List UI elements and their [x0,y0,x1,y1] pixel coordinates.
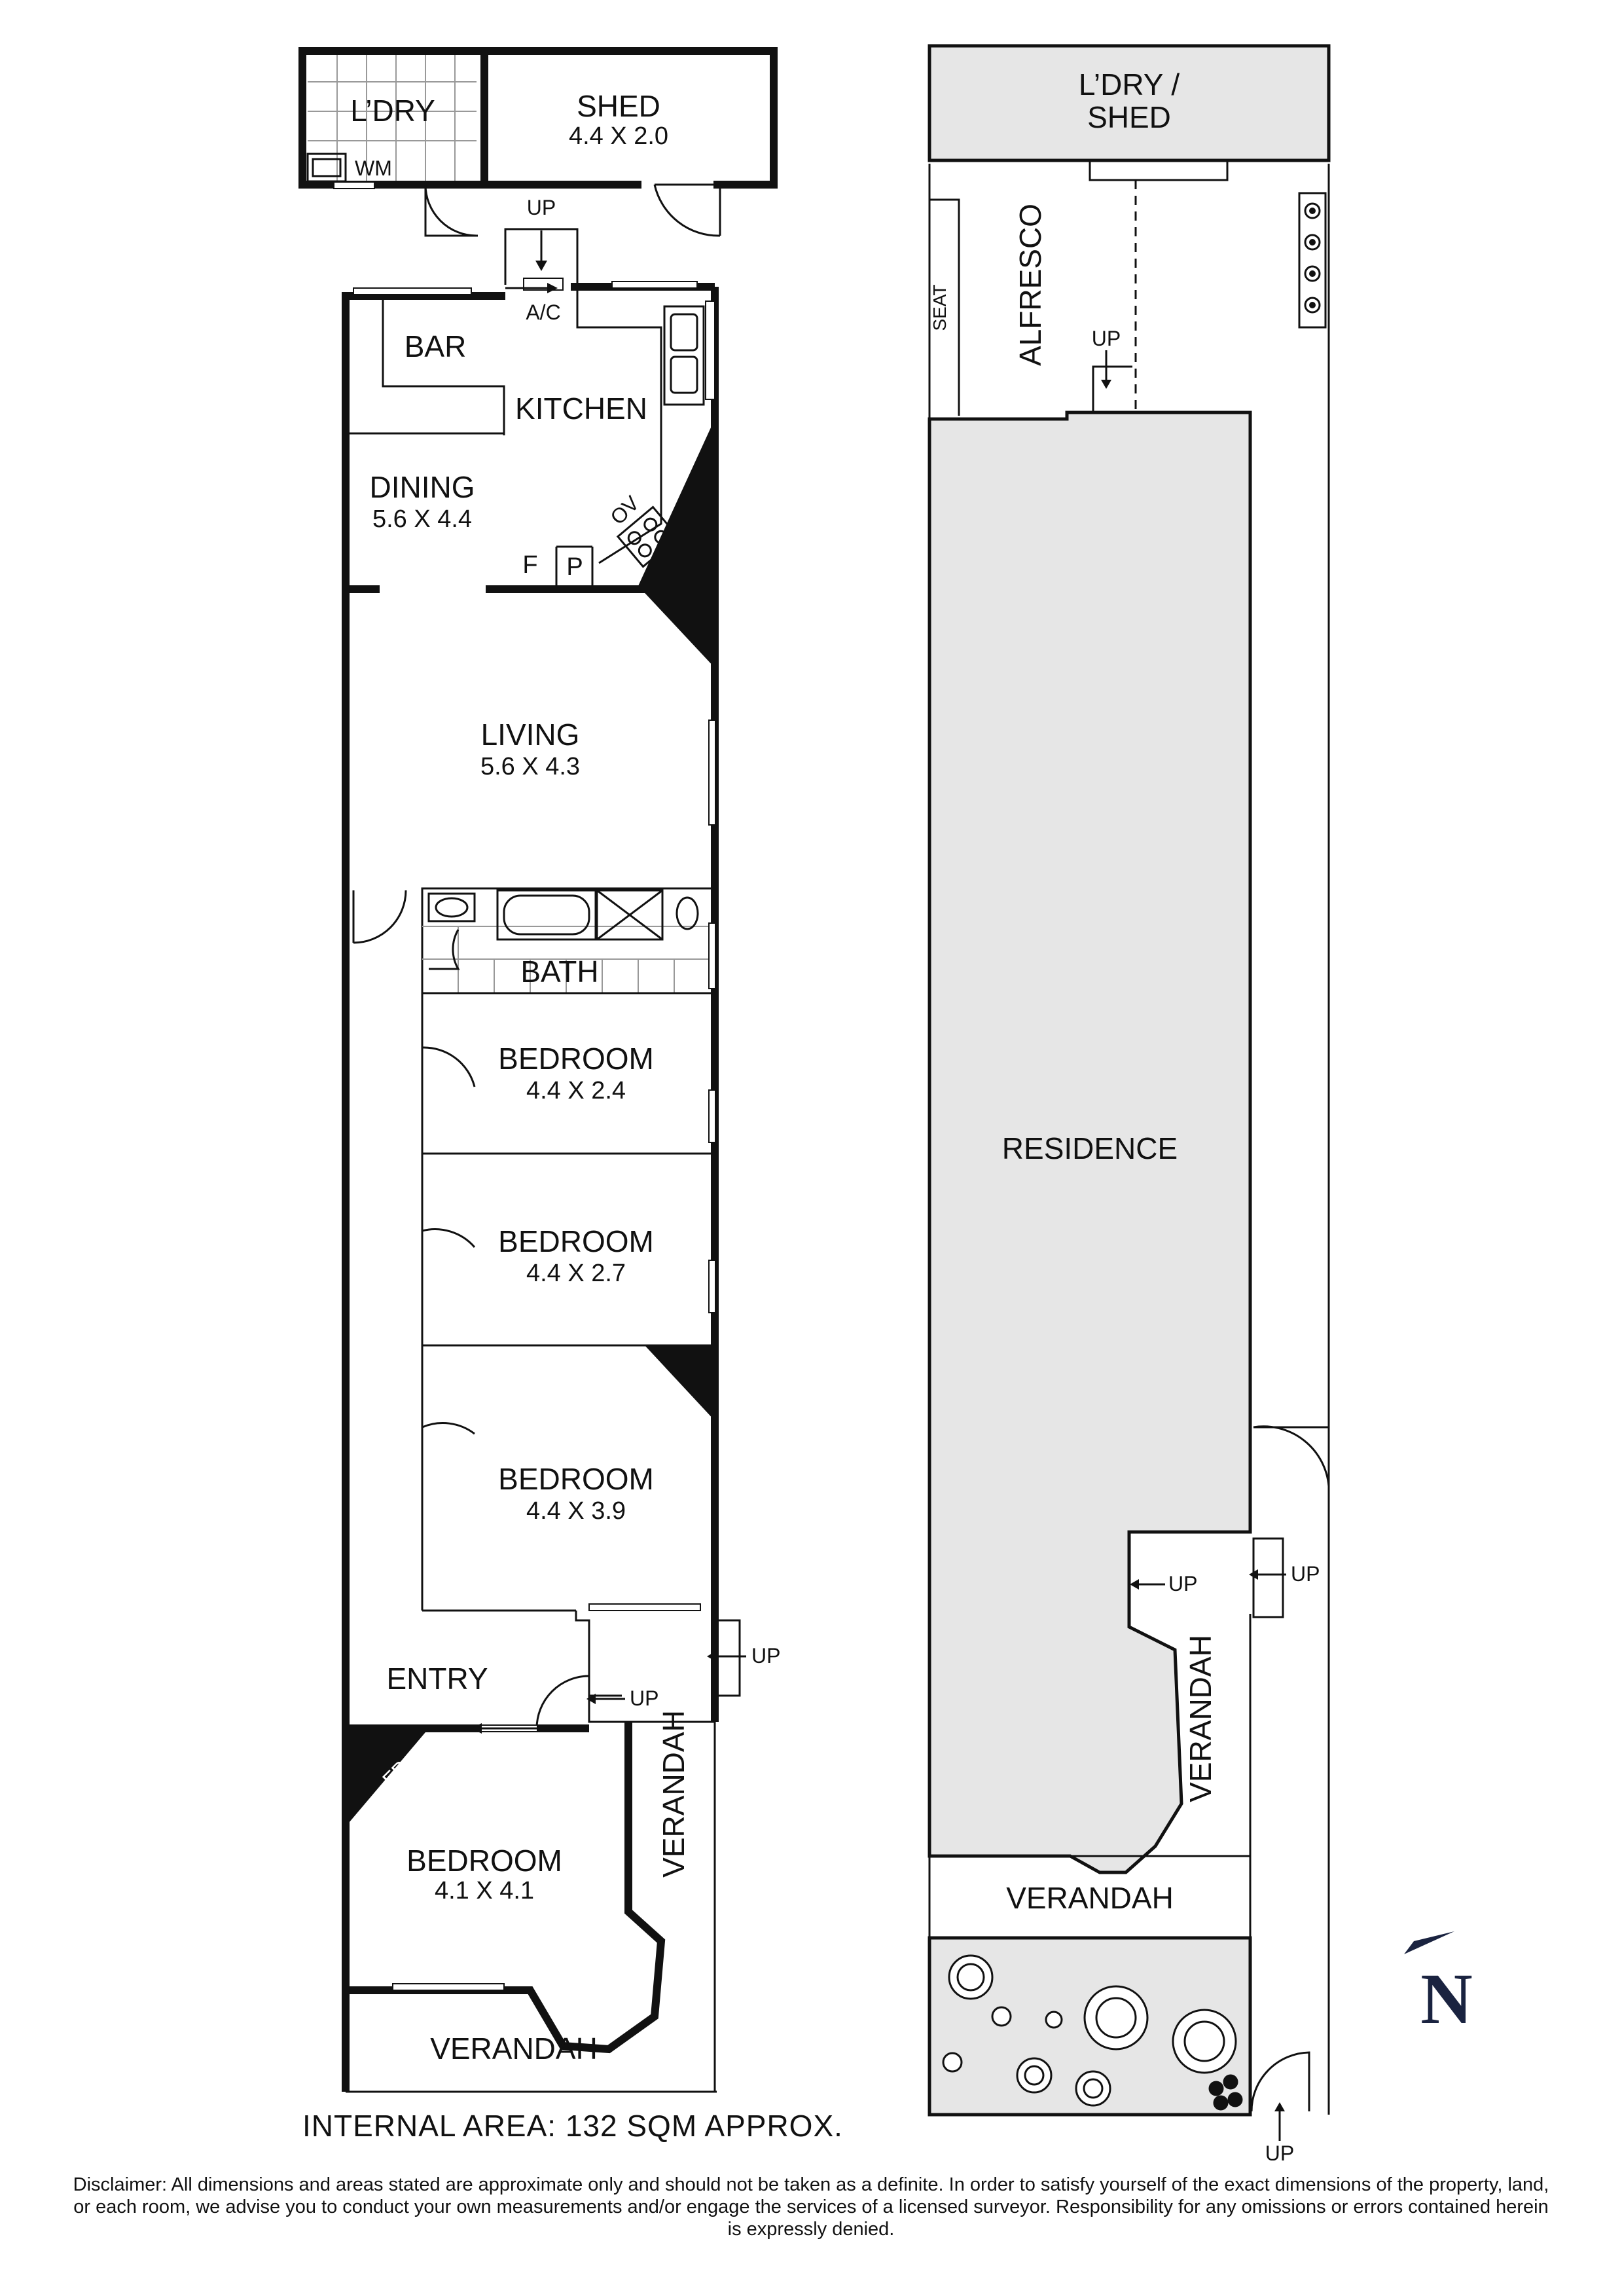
washing-machine-icon [306,153,347,183]
living-dims: 5.6 X 4.3 [480,753,580,780]
bathroom: BATH [421,887,715,994]
site-laundry-label-1: L’DRY / [1079,67,1180,101]
rear-step-up-label: UP [527,196,556,219]
living-label: LIVING [481,718,580,752]
shower-icon [596,889,664,941]
fireplace-label-living: FP [649,630,685,665]
bedroom-1-dims: 4.4 X 2.4 [526,1077,626,1104]
bedroom-2-dims: 4.4 X 2.7 [526,1260,626,1287]
site-plan: L’DRY / SHED SEAT ALFRESCO UP RESIDENCE … [928,44,1331,2160]
dining-dims: 5.6 X 4.4 [372,505,472,533]
entry-step-up-label: UP [630,1686,658,1710]
site-laundry-label-2: SHED [1087,100,1171,134]
basin-icon [427,892,476,922]
site-verandah-side-label: VERANDAH [1183,1635,1217,1802]
bedroom-3-dims: 4.4 X 3.9 [526,1497,626,1525]
disclaimer: Disclaimer: All dimensions and areas sta… [73,2174,1549,2240]
fireplace-bedroom-4 [346,1728,429,1827]
seat-label: SEAT [929,284,950,331]
shed-dims: 4.4 X 2.0 [569,122,668,150]
internal-area: INTERNAL AREA: 132 SQM APPROX. [302,2109,843,2143]
toilet-icon [676,896,699,930]
bedroom-2-label: BEDROOM [498,1224,654,1258]
site-step-up-label-2: UP [1291,1562,1320,1586]
laundry-label: L’DRY [350,94,435,128]
bar-label: BAR [405,329,467,363]
bar-counter [382,298,505,435]
fireplace-bedroom-3 [645,1345,715,1421]
laundry-tiles [308,52,477,183]
oven-label: OV [605,491,644,530]
dining-label: DINING [370,470,475,504]
bathtub-icon [496,889,597,941]
seat-bench [929,198,960,416]
washing-machine-label: WM [355,156,392,180]
floor-plan: WM L’DRY SHED 4.4 X 2.0 UP A/C BAR [298,44,1473,2160]
entry-label: ENTRY [386,1662,488,1696]
alfresco-step-up-label: UP [1092,327,1121,350]
verandah-side-label: VERANDAH [657,1710,691,1878]
bath-label: BATH [520,955,598,989]
bedroom-4-label: BEDROOM [406,1844,562,1878]
pantry-label: P [566,553,583,581]
gate-step-up-label: UP [1265,2141,1294,2160]
kitchen-label: KITCHEN [515,392,647,426]
ground-floor-plan: WM L’DRY SHED 4.4 X 2.0 UP A/C BAR [298,47,780,2093]
verandah-step-up-label: UP [751,1644,780,1667]
fireplace-kitchen [638,419,715,668]
sink-icon [663,305,705,406]
site-step-up-label-1: UP [1168,1572,1197,1595]
outbuilding: WM L’DRY SHED 4.4 X 2.0 [298,47,778,237]
verandah-front-label: VERANDAH [430,2032,598,2066]
north-arrow-icon: N [1404,1931,1473,2039]
site-residence [928,410,1252,1874]
aircon-label: A/C [526,301,560,324]
fridge-label: F [522,551,537,579]
residence-label: RESIDENCE [1002,1131,1178,1165]
bay-window-walls [517,1722,666,2054]
bedroom-3-label: BEDROOM [498,1462,654,1496]
bedroom-1-label: BEDROOM [498,1042,654,1076]
shed-label: SHED [577,89,660,123]
bedroom-4-dims: 4.1 X 4.1 [435,1877,534,1904]
garden-trees [942,1954,1243,2111]
alfresco-label: ALFRESCO [1013,204,1047,366]
shed-walls [484,47,778,189]
site-verandah-front-label: VERANDAH [1006,1881,1174,1915]
north-label: N [1420,1959,1472,2039]
